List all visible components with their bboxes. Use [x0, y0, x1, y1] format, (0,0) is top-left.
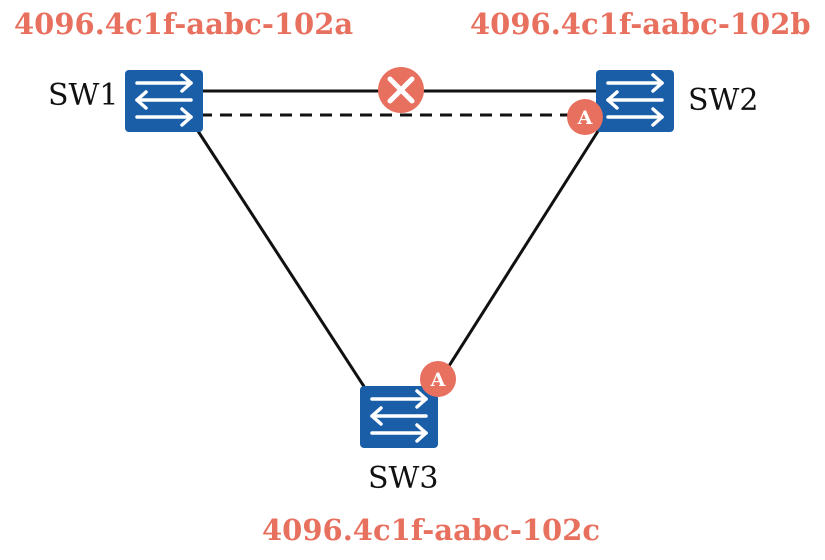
- switch-sw2[interactable]: [596, 70, 674, 132]
- network-switch-icon: [125, 70, 203, 132]
- port-badge-sw3-alternate: A: [420, 361, 456, 397]
- switch-sw1[interactable]: [125, 70, 203, 132]
- port-badge-letter: A: [577, 107, 593, 129]
- bridge-id-sw1: 4096.4c1f-aabc-102a: [14, 7, 353, 41]
- bridge-id-sw3: 4096.4c1f-aabc-102c: [262, 513, 600, 547]
- port-badge-letter: A: [430, 369, 446, 391]
- switch-sw3[interactable]: [360, 386, 438, 448]
- link-sw2-sw3: [433, 127, 602, 389]
- network-switch-icon: [596, 70, 674, 132]
- network-switch-icon: [360, 386, 438, 448]
- switch-label-sw1: SW1: [48, 78, 118, 113]
- link-sw1-sw3: [194, 127, 367, 389]
- port-badge-sw2-alternate: A: [567, 99, 603, 135]
- bridge-id-sw2: 4096.4c1f-aabc-102b: [470, 7, 811, 41]
- switch-label-sw3: SW3: [368, 461, 438, 496]
- links: [194, 89, 602, 389]
- switch-label-sw2: SW2: [688, 83, 758, 118]
- blocked-link-icon: [378, 67, 424, 113]
